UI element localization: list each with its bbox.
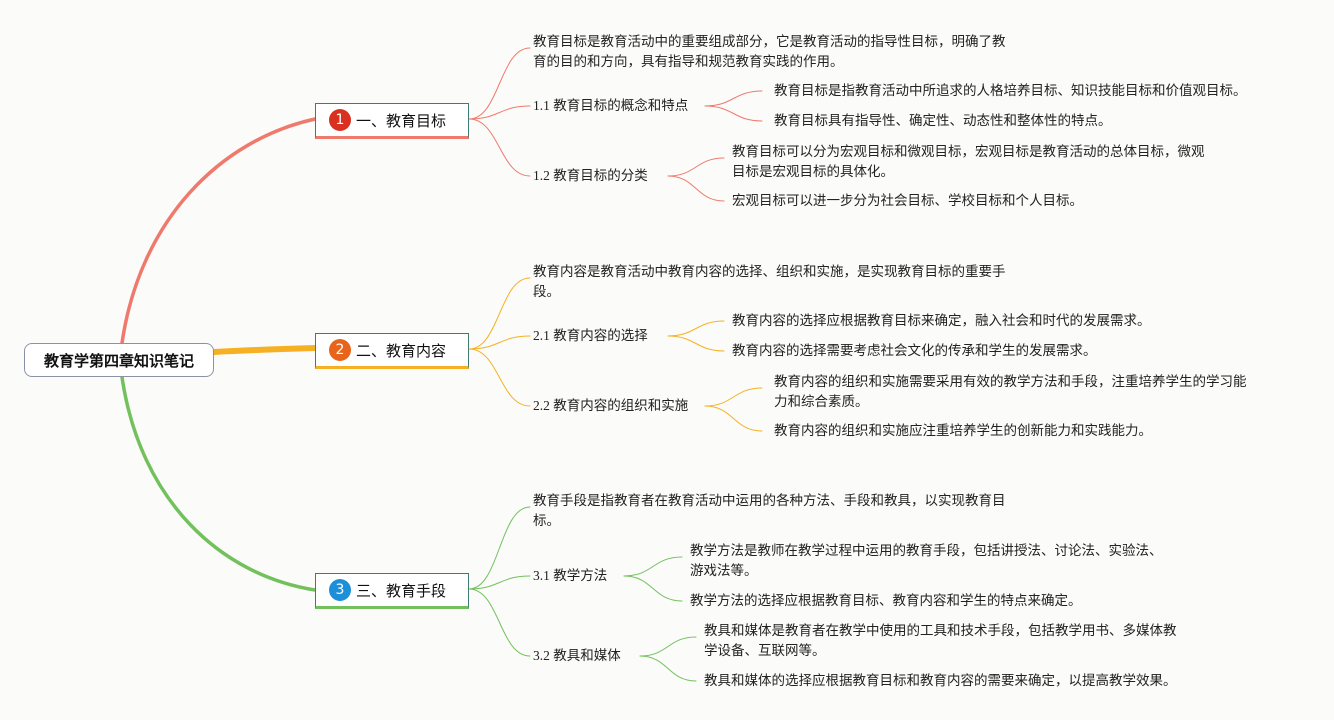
trunk-line — [211, 345, 318, 355]
number-2-icon: 2 — [329, 339, 351, 361]
point-text[interactable]: 教育内容的组织和实施需要采用有效的教学方法和手段，注重培养学生的学习能力和综合素… — [774, 374, 1247, 409]
branch-education-content[interactable]: 2 二、教育内容 — [315, 333, 469, 369]
connector-line — [468, 118, 531, 177]
connector-line — [468, 105, 531, 120]
intro-text[interactable]: 教育手段是指教育者在教育活动中运用的各种方法、手段和教具，以实现教育目标。 — [533, 493, 1006, 528]
branch-label: 三、教育手段 — [356, 581, 447, 600]
point-text[interactable]: 教具和媒体是教育者在教学中使用的工具和技术手段，包括教学用书、多媒体教学设备、互… — [704, 623, 1177, 658]
subtopic-label[interactable]: 3.2 教具和媒体 — [533, 648, 621, 663]
branch-label: 二、教育内容 — [356, 341, 447, 360]
connector-line — [468, 348, 531, 407]
connector-line — [468, 506, 531, 590]
trunk-line — [120, 375, 317, 592]
subtopic-label[interactable]: 1.1 教育目标的概念和特点 — [533, 98, 689, 113]
branch-education-goals[interactable]: 1 一、教育目标 — [315, 103, 469, 139]
point-text[interactable]: 教育目标可以分为宏观目标和微观目标，宏观目标是教育活动的总体目标，微观目标是宏观… — [732, 144, 1205, 179]
point-text[interactable]: 教育目标是指教育活动中所追求的人格培养目标、知识技能目标和价值观目标。 — [774, 83, 1247, 98]
connector-line — [704, 105, 763, 122]
subtopic-label[interactable]: 3.1 教学方法 — [533, 568, 608, 583]
connector-line — [468, 277, 531, 350]
connector-line — [468, 47, 531, 120]
connector-line — [667, 335, 725, 352]
root-topic[interactable]: 教育学第四章知识笔记 — [24, 343, 214, 377]
connector-line — [667, 175, 725, 202]
point-text[interactable]: 教学方法的选择应根据教育目标、教育内容和学生的特点来确定。 — [690, 593, 1082, 608]
root-topic-label: 教育学第四章知识笔记 — [43, 351, 194, 370]
connector-line — [704, 405, 763, 432]
connector-line — [639, 655, 697, 682]
point-text[interactable]: 教育内容的组织和实施应注重培养学生的创新能力和实践能力。 — [774, 423, 1152, 438]
connector-line — [468, 588, 531, 657]
connector-line — [623, 575, 683, 602]
connector-line — [623, 556, 683, 577]
point-text[interactable]: 教育内容的选择需要考虑社会文化的传承和学生的发展需求。 — [732, 343, 1097, 358]
connector-line — [667, 320, 725, 337]
connector-line — [704, 387, 763, 407]
intro-text[interactable]: 教育内容是教育活动中教育内容的选择、组织和实施，是实现教育目标的重要手段。 — [533, 264, 1006, 299]
subtopic-label[interactable]: 2.2 教育内容的组织和实施 — [533, 398, 689, 413]
intro-text[interactable]: 教育目标是教育活动中的重要组成部分，它是教育活动的指导性目标，明确了教育的目的和… — [533, 34, 1006, 69]
point-text[interactable]: 教学方法是教师在教学过程中运用的教育手段，包括讲授法、讨论法、实验法、游戏法等。 — [690, 543, 1163, 578]
connector-line — [468, 575, 531, 590]
trunk-line — [120, 117, 317, 345]
point-text[interactable]: 教育内容的选择应根据教育目标来确定，融入社会和时代的发展需求。 — [732, 313, 1151, 328]
point-text[interactable]: 教育目标具有指导性、确定性、动态性和整体性的特点。 — [774, 113, 1112, 128]
number-3-icon: 3 — [329, 579, 351, 601]
point-text[interactable]: 宏观目标可以进一步分为社会目标、学校目标和个人目标。 — [732, 193, 1083, 208]
connector-line — [667, 157, 725, 177]
subtopic-label[interactable]: 2.1 教育内容的选择 — [533, 328, 648, 343]
number-1-icon: 1 — [329, 109, 351, 131]
connector-line — [639, 636, 697, 657]
connector-line — [468, 335, 531, 350]
point-text[interactable]: 教具和媒体的选择应根据教育目标和教育内容的需要来确定，以提高教学效果。 — [704, 673, 1177, 688]
branch-education-means[interactable]: 3 三、教育手段 — [315, 573, 469, 609]
subtopic-label[interactable]: 1.2 教育目标的分类 — [533, 168, 648, 183]
connector-line — [704, 90, 763, 107]
branch-label: 一、教育目标 — [356, 111, 447, 130]
